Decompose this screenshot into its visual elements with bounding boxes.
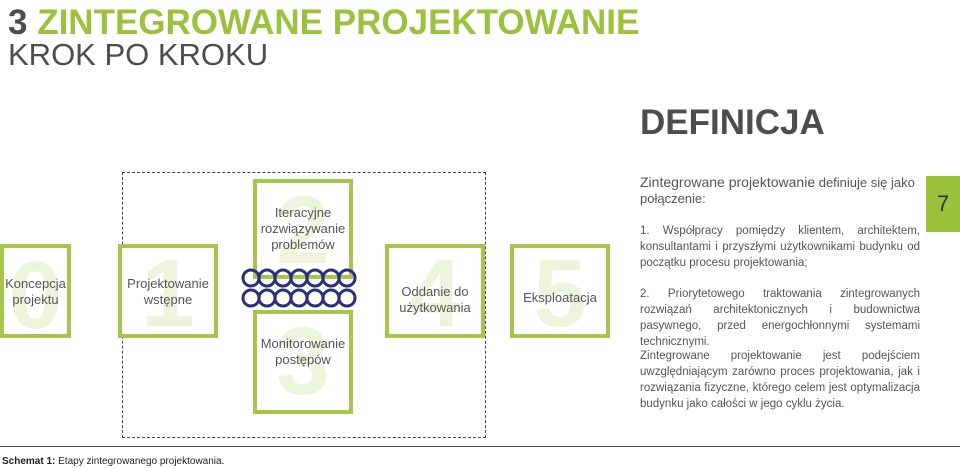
caption-label: Schemat 1:: [2, 456, 56, 467]
intro-term: Zintegrowane projektowanie: [640, 174, 816, 190]
loop-ring: [257, 288, 277, 308]
page-number-tab: 7: [926, 176, 960, 232]
step-box-1: 1 Projektowanie wstępne: [118, 244, 218, 342]
definition-heading: DEFINICJA: [640, 103, 825, 142]
definition-point-1: 1. Współpracy pomiędzy klientem, archite…: [640, 225, 920, 269]
step-number-2: 2: [276, 177, 330, 284]
step-label-3: Monitorowanie postępów: [260, 336, 346, 367]
definition-point-2: 2. Priorytetowego traktowania zintegrowa…: [640, 288, 920, 348]
loop-ring: [289, 288, 309, 308]
step-label-5: Eksploatacja: [523, 290, 597, 305]
step-box-4: 4 Oddanie do użytkowania: [385, 244, 485, 342]
loop-ring: [273, 268, 293, 288]
step-label-1: Projektowanie wstępne: [127, 276, 209, 307]
step-label-4: Oddanie do użytkowania: [399, 284, 471, 315]
loop-ring: [273, 288, 293, 308]
loop-ring: [241, 288, 261, 308]
loop-ring: [305, 288, 325, 308]
title-line2: KROK PO KROKU: [8, 37, 269, 72]
title-line1: ZINTEGROWANE PROJEKTOWANIE: [37, 3, 640, 42]
loop-ring: [337, 268, 357, 288]
definition-summary: Zintegrowane projektowanie jest podejści…: [640, 350, 920, 410]
definition-intro: Zintegrowane projektowanie definiuje się…: [640, 174, 925, 207]
caption-text: Etapy zintegrowanego projektowania.: [55, 456, 225, 467]
step-label-2: Iteracyjne rozwiązywanie problemów: [260, 205, 346, 252]
iteration-loops: [241, 268, 357, 308]
step-box-3: 3 Monitorowanie postępów: [253, 310, 353, 414]
loop-ring: [289, 268, 309, 288]
step-number-5: 5: [533, 240, 587, 347]
step-number-1: 1: [141, 240, 195, 347]
chapter-number: 3: [8, 3, 28, 42]
step-number-3: 3: [276, 308, 330, 415]
loop-ring: [321, 288, 341, 308]
process-diagram: 0 Koncepcja projektu 1 Projektowanie wst…: [0, 160, 620, 460]
loop-ring: [321, 268, 341, 288]
figure-caption: Schemat 1: Etapy zintegrowanego projekto…: [2, 456, 224, 467]
page-title: 3 ZINTEGROWANE PROJEKTOWANIE: [8, 3, 639, 43]
loop-ring: [241, 268, 261, 288]
step-number-4: 4: [408, 240, 462, 347]
step-box-5: 5 Eksploatacja: [510, 244, 610, 342]
loop-ring: [337, 288, 357, 308]
caption-rule: [0, 446, 960, 447]
step-number-0: 0: [8, 242, 63, 349]
intro-rest: definiuje się jako połączenie:: [640, 175, 915, 206]
step-label-0: Koncepcja projektu: [5, 276, 66, 307]
loop-ring: [257, 268, 277, 288]
step-box-2: 2 Iteracyjne rozwiązywanie problemów: [253, 179, 353, 279]
step-box-0: 0 Koncepcja projektu: [0, 244, 71, 344]
loop-ring: [305, 268, 325, 288]
